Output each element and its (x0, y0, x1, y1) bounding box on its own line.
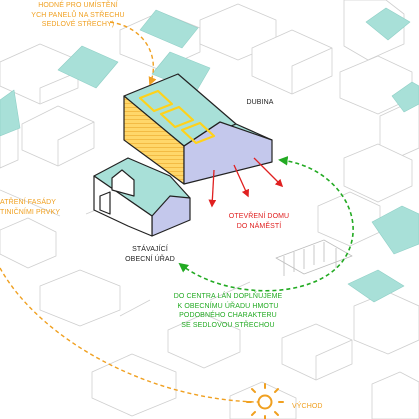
context-roof (57, 45, 119, 89)
center-plan-label-line: K OBECNÍMU ÚŘADU HMOTU (177, 302, 279, 310)
dubina-label: DUBINA (246, 99, 274, 106)
context-building (315, 339, 353, 380)
existing-office-label-line: OBECNÍ ÚŘAD (125, 255, 175, 263)
context-building (39, 269, 121, 327)
context-building (343, 143, 413, 203)
sun-path (0, 21, 259, 403)
center-plan-label-line: PODOBNÉHO CHARAKTERU (179, 312, 277, 319)
context-roofs (0, 7, 419, 303)
solar-panel (159, 105, 195, 129)
sun-path-to-roof (109, 21, 157, 86)
context-building (21, 105, 95, 167)
center-plan-label: DO CENTRA LÁN DOPLŇUJEME K OBECNÍMU ÚŘAD… (160, 292, 296, 330)
solar-note-line: SEDLOVÉ STŘECHY) (41, 21, 115, 28)
context-roof (0, 89, 21, 137)
center-plan-label-line: DO CENTRA LÁN DOPLŇUJEME (173, 293, 283, 300)
context-roof (371, 205, 419, 255)
center-plan-arc (178, 156, 354, 292)
solar-note-line: YCH PANELŮ NA STŘECHU (31, 11, 125, 19)
office-side-wing (99, 191, 111, 215)
context-roof (347, 269, 405, 303)
existing-office-label: STÁVAJÍCÍ OBECNÍ ÚŘAD (110, 245, 190, 264)
solar-panel (180, 121, 216, 145)
context-building (353, 291, 419, 355)
sun-icon (246, 383, 284, 419)
center-plan-label-line: SE SEDLOVOU STŘECHOU (181, 321, 275, 329)
context-building (251, 29, 333, 95)
context-building (371, 371, 419, 419)
sunrise-label: VÝCHOD (292, 403, 323, 410)
context-building (0, 217, 57, 269)
solar-note: HODNÉ PRO UMÍSTĚNÍ YCH PANELŮ NA STŘECHU… (0, 1, 156, 30)
context-building (281, 323, 353, 381)
context-building (291, 47, 333, 94)
context-building (0, 43, 79, 105)
office-dormer (111, 169, 135, 197)
context-roof (139, 9, 199, 49)
context-building (39, 71, 79, 104)
context-building (91, 353, 177, 417)
facade-note-line: TINIČNÍMI PRVKY (0, 208, 61, 216)
solar-note-line: HODNÉ PRO UMÍSTĚNÍ (38, 2, 118, 9)
facade-note-line: ATŘENÍ FASÁDY (0, 199, 57, 206)
pergola (275, 239, 353, 276)
context-building (167, 313, 241, 369)
solar-panels (138, 89, 216, 145)
context-roof (365, 7, 411, 41)
context-building (57, 121, 95, 166)
opening-label-line: DO NÁMĚSTÍ (236, 222, 282, 230)
existing-office-building (93, 157, 191, 237)
solar-panel (138, 89, 174, 113)
sun-path-arc (0, 267, 259, 403)
context-building (317, 191, 381, 247)
existing-office-label-line: STÁVAJÍCÍ (132, 246, 168, 253)
context-roof (391, 81, 419, 113)
office-side-facade (93, 175, 153, 237)
opening-label: OTEVŘENÍ DOMU DO NÁMĚSTÍ (218, 212, 300, 231)
opening-label-line: OTEVŘENÍ DOMU (228, 213, 290, 220)
facade-note: ATŘENÍ FASÁDY TINIČNÍMI PRVKY (0, 198, 60, 217)
